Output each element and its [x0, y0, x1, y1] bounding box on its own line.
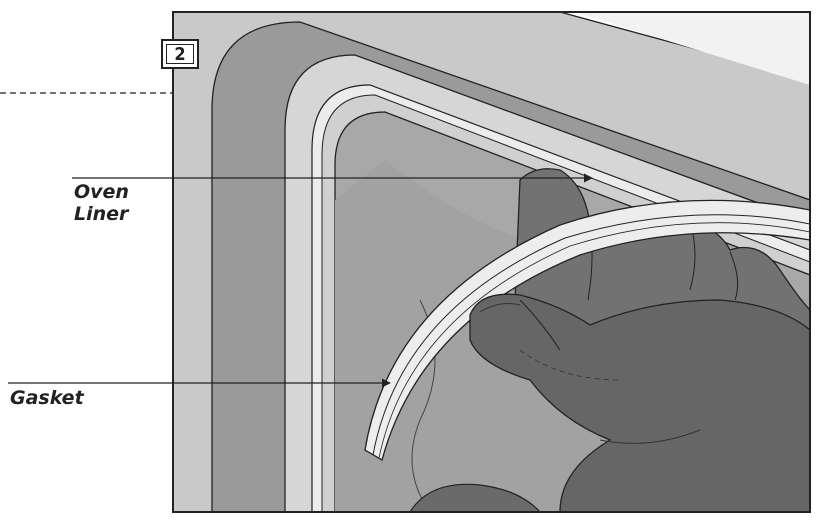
oven-liner-label-line1: Oven [74, 181, 129, 203]
oven-scene [173, 12, 810, 512]
step-number: 2 [174, 44, 185, 65]
gasket-label: Gasket [10, 387, 84, 409]
oven-liner-label: Oven Liner [74, 181, 129, 225]
oven-liner-label-line2: Liner [74, 203, 129, 225]
step-number-badge: 2 [161, 39, 199, 69]
